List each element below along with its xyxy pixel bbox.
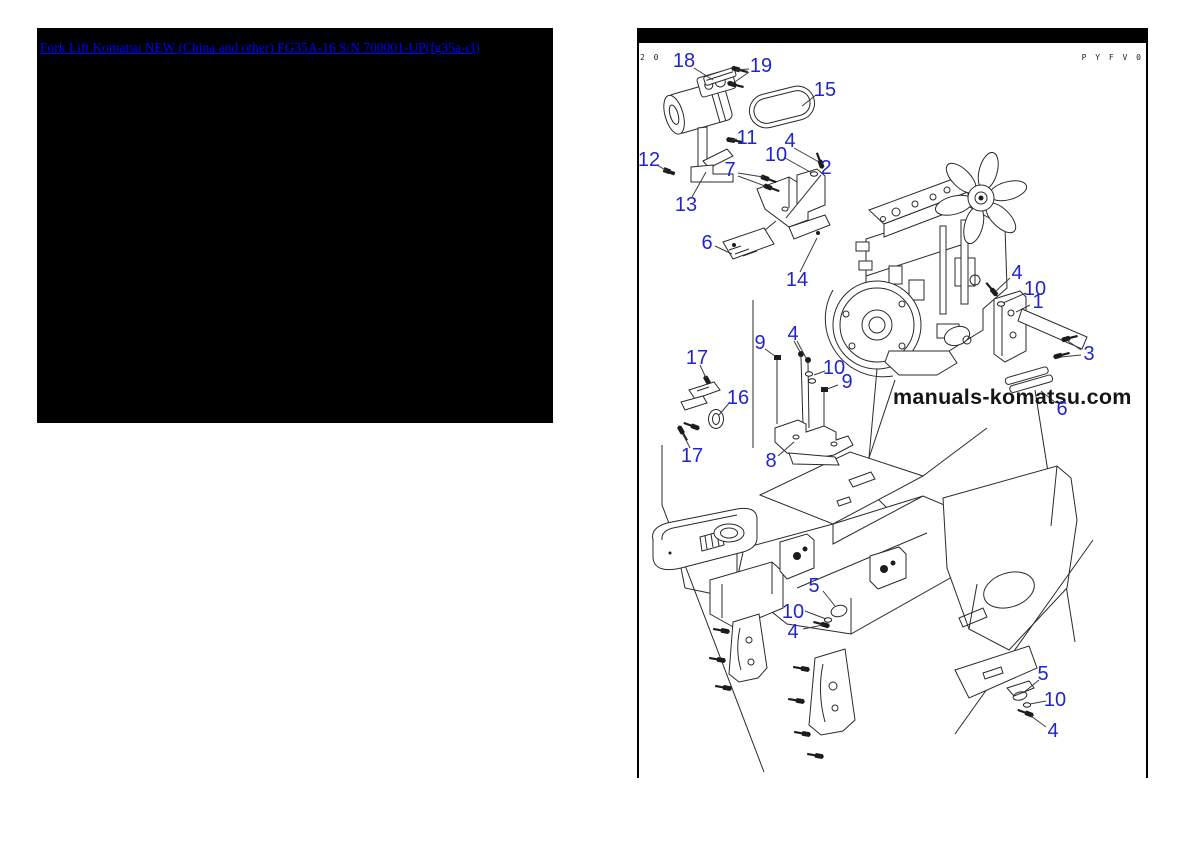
- clip-art: [676, 374, 724, 442]
- callout-5: 5: [1037, 663, 1049, 685]
- callout-6: 6: [1056, 398, 1068, 420]
- callout-17: 17: [685, 347, 709, 369]
- callout-14: 14: [785, 269, 809, 291]
- callout-11: 11: [736, 127, 758, 149]
- callout-10: 10: [822, 357, 846, 379]
- engine-parts-illustration: [652, 65, 1094, 773]
- callout-3: 3: [1083, 343, 1095, 365]
- callout-19: 19: [749, 55, 773, 77]
- diagram-panel: 2 0 P Y F V 0: [637, 28, 1148, 778]
- watermark: manuals-komatsu.com: [893, 385, 1132, 409]
- callout-4: 4: [1011, 262, 1023, 284]
- callout-4: 4: [787, 621, 799, 643]
- callout-4: 4: [784, 130, 796, 152]
- bracket-art: [722, 151, 831, 260]
- model-link[interactable]: Fork Lift Komatsu NEW (China and other) …: [40, 40, 480, 55]
- callout-18: 18: [672, 50, 696, 72]
- panel-top-bar: [637, 28, 1148, 43]
- callout-2: 2: [820, 157, 832, 179]
- callout-10: 10: [764, 144, 788, 166]
- callout-9: 9: [841, 371, 853, 393]
- callout-9: 9: [754, 332, 766, 354]
- engine-art: [824, 151, 1088, 393]
- callout-4: 4: [787, 323, 799, 345]
- callout-leader-lines: [656, 67, 1082, 728]
- callout-17: 17: [680, 445, 704, 467]
- chassis-art: [652, 300, 1094, 773]
- left-preview-panel: Fork Lift Komatsu NEW (China and other) …: [37, 28, 553, 423]
- callout-4: 4: [1047, 720, 1059, 742]
- callout-13: 13: [674, 194, 698, 216]
- callout-5: 5: [808, 575, 820, 597]
- callout-7: 7: [724, 159, 736, 181]
- engine-mount-art: [774, 351, 854, 466]
- callout-12: 12: [637, 149, 661, 171]
- callout-8: 8: [765, 450, 777, 472]
- callout-10: 10: [1043, 689, 1067, 711]
- air-cleaner-art: [662, 65, 749, 183]
- figure-code: P Y F V 0: [1081, 53, 1143, 62]
- callout-15: 15: [813, 79, 837, 101]
- callout-6: 6: [701, 232, 713, 254]
- callout-10: 10: [1023, 278, 1047, 300]
- callout-16: 16: [726, 387, 750, 409]
- callout-1: 1: [1032, 291, 1044, 313]
- page-number: 2 0: [640, 53, 661, 62]
- callout-10: 10: [781, 601, 805, 623]
- fan-art: [934, 151, 1028, 245]
